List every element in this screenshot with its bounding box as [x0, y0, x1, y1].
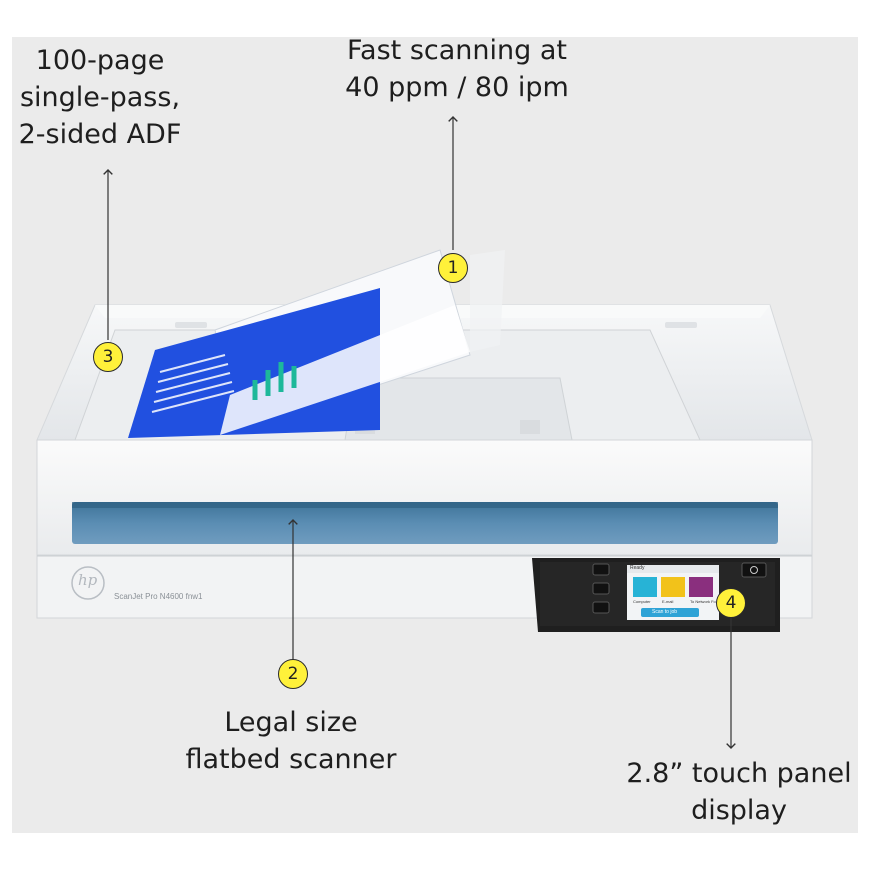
screen-tile-3[interactable]: To Network Folder — [690, 599, 716, 604]
callout-arrows — [103, 116, 736, 749]
callout-2-text: Legal size flatbed scanner — [185, 707, 397, 775]
badge-1: 1 — [438, 253, 468, 283]
screen-tile-1[interactable]: Computer — [633, 599, 651, 604]
hp-logo-text: hp — [78, 571, 98, 589]
hp-logo — [71, 566, 105, 600]
badge-4: 4 — [716, 588, 746, 618]
callout-3-text: 100-page single-pass, 2-sided ADF — [18, 45, 182, 150]
screen-status: Ready — [630, 565, 645, 571]
callout-4-text: 2.8” touch panel display — [626, 758, 852, 826]
badge-3: 3 — [93, 342, 123, 372]
control-panel — [532, 558, 780, 632]
document-sheet — [128, 249, 505, 438]
callout-1-text: Fast scanning at 40 ppm / 80 ipm — [345, 35, 569, 103]
model-label: ScanJet Pro N4600 fnw1 — [114, 592, 203, 601]
screen-bar-label[interactable]: Scan to job — [652, 609, 678, 615]
badge-2: 2 — [278, 659, 308, 689]
screen-tile-2[interactable]: E-mail — [662, 599, 674, 604]
